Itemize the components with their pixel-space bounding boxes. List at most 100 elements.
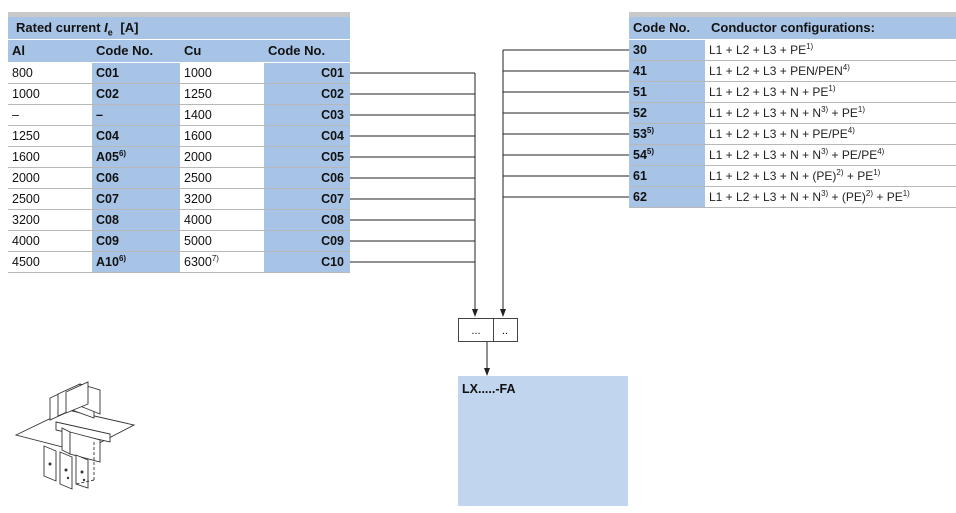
rated-title-sub: e <box>107 27 113 38</box>
config-footnote: 1) <box>806 42 814 51</box>
config-text: L1 + L2 + L3 + PE <box>709 43 807 57</box>
config-code: 52 <box>629 103 705 123</box>
conductor-table-row: 30 L1 + L2 + L3 + PE1) <box>629 40 956 61</box>
order-code-slots: ... .. <box>458 318 518 342</box>
cu-value: 63007) <box>184 252 219 272</box>
config-description: L1 + L2 + L3 + N + N3) + PE/PE4) <box>709 145 884 165</box>
config-footnote: 2) <box>865 189 874 198</box>
order-code-result-box: LX.....-FA <box>458 376 628 506</box>
cu-value: 2000 <box>184 147 212 167</box>
rated-table-title: Rated current Ie [A] <box>8 17 350 39</box>
slot-rated-current: ... <box>459 319 494 341</box>
al-code-text: C09 <box>96 234 119 248</box>
cu-code: C07 <box>264 189 350 209</box>
al-code-text: C07 <box>96 192 119 206</box>
config-text: + PE <box>873 190 903 204</box>
cu-value-footnote: 7) <box>211 254 219 263</box>
cu-code: C09 <box>264 231 350 251</box>
config-footnote: 4) <box>877 147 885 156</box>
al-value: 1000 <box>12 87 40 101</box>
config-code-text: 62 <box>633 190 647 204</box>
al-code-text: C02 <box>96 87 119 101</box>
col-header-configs: Conductor configurations: <box>711 20 875 35</box>
config-footnote: 3) <box>821 189 829 198</box>
cu-value-text: 1600 <box>184 129 212 143</box>
cu-code: C01 <box>264 63 350 83</box>
rated-table-column-headers: Al Code No. Cu Code No. <box>8 40 350 62</box>
col-header-cu-code: Code No. <box>268 43 326 58</box>
al-code: A056) <box>92 147 180 167</box>
config-text: L1 + L2 + L3 + PEN/PEN <box>709 64 843 78</box>
cu-value-text: 1250 <box>184 87 212 101</box>
config-code: 62 <box>629 187 705 207</box>
cu-code: C03 <box>264 105 350 125</box>
al-code-text: – <box>96 108 103 122</box>
config-footnote: 4) <box>842 63 850 72</box>
al-code-text: A05 <box>96 150 119 164</box>
config-description: L1 + L2 + L3 + N + PE1) <box>709 82 836 102</box>
rated-table-row: 3200 C08 4000 C08 <box>8 210 350 231</box>
arrow-result-down <box>484 368 490 376</box>
cu-value: 4000 <box>184 210 212 230</box>
al-code: C08 <box>92 210 180 230</box>
al-value: – <box>12 108 19 122</box>
config-description: L1 + L2 + L3 + PEN/PEN4) <box>709 61 850 81</box>
config-code: 30 <box>629 40 705 60</box>
cu-code: C08 <box>264 210 350 230</box>
al-value: 1600 <box>12 150 40 164</box>
al-value: 4500 <box>12 255 40 269</box>
cu-code: C05 <box>264 147 350 167</box>
al-code: C02 <box>92 84 180 104</box>
cu-value-text: 2500 <box>184 171 212 185</box>
col-header-al: Al <box>12 43 25 58</box>
conductor-table-row: 62 L1 + L2 + L3 + N + N3) + (PE)2) + PE1) <box>629 187 956 208</box>
cu-value: 1600 <box>184 126 212 146</box>
config-text: + PE/PE <box>828 148 878 162</box>
al-code: – <box>92 105 180 125</box>
al-value: 3200 <box>12 213 40 227</box>
config-code-text: 30 <box>633 43 647 57</box>
config-code-text: 52 <box>633 106 647 120</box>
conductor-table-row: 545)L1 + L2 + L3 + N + N3) + PE/PE4) <box>629 145 956 166</box>
col-header-code: Code No. <box>633 20 691 35</box>
config-footnote: 1) <box>857 105 866 114</box>
al-code: A106) <box>92 252 180 272</box>
slot-conductor-config: .. <box>501 325 509 337</box>
cu-value-text: 3200 <box>184 192 212 206</box>
config-text: L1 + L2 + L3 + N + PE <box>709 85 829 99</box>
al-code-text: C06 <box>96 171 119 185</box>
config-code-text: 53 <box>633 127 647 141</box>
config-footnote: 2) <box>836 168 844 177</box>
cu-value: 2500 <box>184 168 212 188</box>
rated-title-text: Rated current <box>16 20 101 35</box>
config-footnote: 3) <box>821 147 829 156</box>
al-code-text: C08 <box>96 213 119 227</box>
cu-value: 3200 <box>184 189 212 209</box>
conductor-table-row: 535)L1 + L2 + L3 + N + PE/PE4) <box>629 124 956 145</box>
conductor-table-row: 51 L1 + L2 + L3 + N + PE1) <box>629 82 956 103</box>
al-value: 4000 <box>12 234 40 248</box>
config-description: L1 + L2 + L3 + N + N3) + (PE)2) + PE1) <box>709 187 910 207</box>
config-text: + (PE) <box>828 190 866 204</box>
col-header-cu: Cu <box>184 43 202 58</box>
config-description: L1 + L2 + L3 + N + (PE)2) + PE1) <box>709 166 880 186</box>
cu-value-text: 1400 <box>184 108 212 122</box>
al-value: 800 <box>12 66 33 80</box>
config-code-text: 51 <box>633 85 647 99</box>
al-code: C06 <box>92 168 180 188</box>
config-text: L1 + L2 + L3 + N + N <box>709 106 822 120</box>
cu-value: 1250 <box>184 84 212 104</box>
al-code: C07 <box>92 189 180 209</box>
config-code: 61 <box>629 166 705 186</box>
cu-value: 1400 <box>184 105 212 125</box>
conductor-table-top-strip <box>629 12 956 17</box>
config-text: L1 + L2 + L3 + N + (PE) <box>709 169 837 183</box>
al-code: C09 <box>92 231 180 251</box>
config-code-footnote: 5) <box>646 126 655 135</box>
